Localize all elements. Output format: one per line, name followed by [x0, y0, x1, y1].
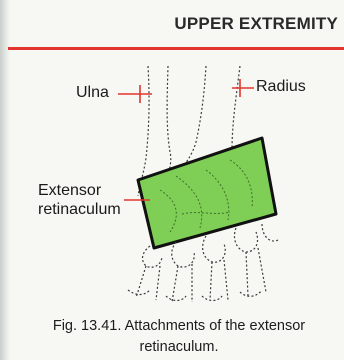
carpal-outline-5 — [262, 224, 278, 241]
extensor-retinaculum-band — [138, 138, 276, 248]
metacarpal-outline-9 — [128, 290, 150, 295]
figure-caption: Fig. 13.41. Attachments of the extensor … — [14, 316, 344, 358]
ulna-label: Ulna — [76, 84, 109, 102]
metacarpal-outline-7 — [246, 252, 248, 296]
carpal-outline-1 — [143, 246, 162, 267]
carpal-outline-2 — [172, 242, 195, 267]
extensor-label-line1: Extensor — [38, 182, 101, 200]
metacarpal-outline-3 — [172, 266, 178, 302]
metacarpal-outline-10 — [166, 296, 186, 301]
ulna-shaft-outline-b — [166, 66, 171, 180]
metacarpal-outline-5 — [210, 262, 212, 300]
metacarpal-outline-11 — [202, 296, 222, 301]
caption-line-2: retinaculum. — [14, 337, 344, 358]
metacarpal-outline-2 — [156, 266, 160, 300]
extensor-label-line2: retinaculum — [38, 201, 121, 219]
carpal-outline-4 — [234, 228, 257, 252]
caption-line-1: Fig. 13.41. Attachments of the extensor — [14, 316, 344, 337]
metacarpal-outline-12 — [240, 290, 262, 296]
radius-shaft-outline-a — [178, 66, 206, 172]
metacarpal-outline-8 — [258, 248, 266, 292]
metacarpal-outline-6 — [224, 260, 228, 300]
radius-label: Radius — [256, 78, 306, 96]
carpal-outline-3 — [203, 236, 226, 262]
